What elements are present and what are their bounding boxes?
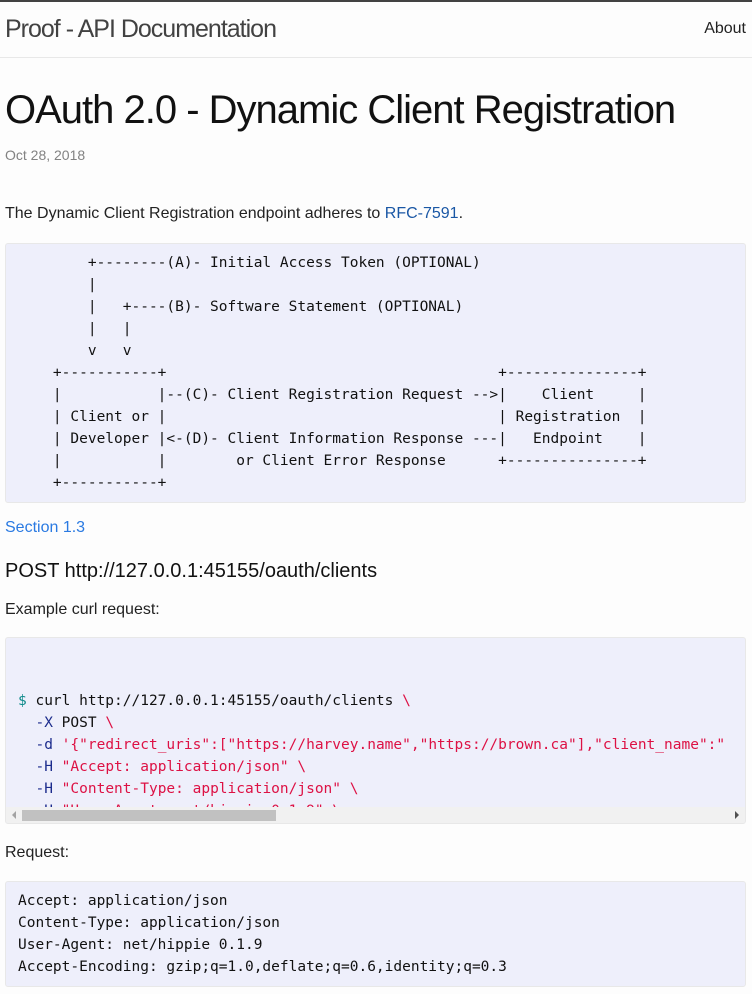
intro-end: . (458, 205, 464, 222)
horizontal-scrollbar[interactable] (6, 807, 745, 823)
line-continuation: \ (288, 759, 307, 775)
indent (18, 759, 35, 775)
intro-paragraph: The Dynamic Client Registration endpoint… (5, 204, 746, 224)
example-curl-label: Example curl request: (5, 601, 160, 618)
endpoint-heading: POST http://127.0.0.1:45155/oauth/client… (5, 560, 378, 582)
curl-line: -H "Content-Type: application/json" \ (18, 778, 745, 800)
site-header: Proof - API Documentation About (0, 2, 752, 58)
request-label: Request: (5, 844, 70, 861)
curl-example-code: $ curl http://127.0.0.1:45155/oauth/clie… (5, 637, 746, 824)
curl-line: -H "Accept: application/json" \ (18, 756, 745, 778)
curl-flag: -d (35, 737, 53, 753)
indent (18, 781, 35, 797)
line-continuation: \ (341, 781, 359, 797)
rfc-7591-link[interactable]: RFC-7591 (384, 205, 459, 222)
curl-code-content: $ curl http://127.0.0.1:45155/oauth/clie… (18, 690, 745, 823)
curl-line: -d '{"redirect_uris":["https://harvey.na… (18, 734, 745, 756)
intro-text: The Dynamic Client Registration endpoint… (5, 205, 385, 222)
request-header-line: Accept-Encoding: gzip;q=1.0,deflate;q=0.… (18, 959, 507, 975)
indent (18, 715, 35, 731)
curl-arg: POST (52, 715, 97, 731)
curl-arg: '{"redirect_uris":["https://harvey.name"… (52, 737, 726, 753)
curl-line: -X POST \ (18, 712, 745, 734)
curl-flag: -H (35, 781, 53, 797)
post-date: Oct 28, 2018 (5, 147, 86, 163)
line-continuation: \ (402, 693, 411, 709)
curl-command: curl http://127.0.0.1:45155/oauth/client… (26, 693, 403, 709)
request-header-line: User-Agent: net/hippie 0.1.9 (18, 937, 263, 953)
registration-flow-diagram: +--------(A)- Initial Access Token (OPTI… (5, 243, 746, 503)
request-header-line: Accept: application/json (18, 893, 228, 909)
section-1-3-link[interactable]: Section 1.3 (5, 519, 86, 536)
diagram-line: | | or Client Error Response +----------… (18, 453, 647, 469)
diagram-line: | | (18, 321, 132, 337)
diagram-line: +--------(A)- Initial Access Token (OPTI… (18, 255, 481, 271)
diagram-line: +-----------+ (18, 475, 167, 491)
nav-about-link[interactable]: About (704, 19, 746, 37)
top-border (0, 0, 752, 2)
diagram-line: | (18, 277, 97, 293)
page-title: OAuth 2.0 - Dynamic Client Registration (5, 88, 676, 132)
curl-line: $ curl http://127.0.0.1:45155/oauth/clie… (18, 690, 745, 712)
post-content: OAuth 2.0 - Dynamic Client Registration … (0, 86, 752, 987)
site-title-link[interactable]: Proof - API Documentation (5, 15, 277, 43)
diagram-line: | +----(B)- Software Statement (OPTIONAL… (18, 299, 464, 315)
curl-arg: "Accept: application/json" (52, 759, 289, 775)
line-continuation: \ (96, 715, 115, 731)
indent (18, 737, 35, 753)
scrollbar-thumb[interactable] (22, 810, 276, 821)
curl-flag: -H (35, 759, 53, 775)
diagram-line: v v (18, 343, 132, 359)
curl-arg: "Content-Type: application/json" (52, 781, 342, 797)
shell-prompt: $ (18, 693, 27, 709)
request-header-line: Content-Type: application/json (18, 915, 280, 931)
diagram-line: | |--(C)- Client Registration Request --… (18, 387, 647, 403)
scroll-right-arrow-icon[interactable] (735, 811, 739, 819)
diagram-line: | Developer |<-(D)- Client Information R… (18, 431, 647, 447)
diagram-line: +-----------+ +---------------+ (18, 365, 647, 381)
scroll-left-arrow-icon[interactable] (12, 811, 16, 819)
diagram-line: | Client or | | Registration | (18, 409, 647, 425)
curl-flag: -X (35, 715, 53, 731)
